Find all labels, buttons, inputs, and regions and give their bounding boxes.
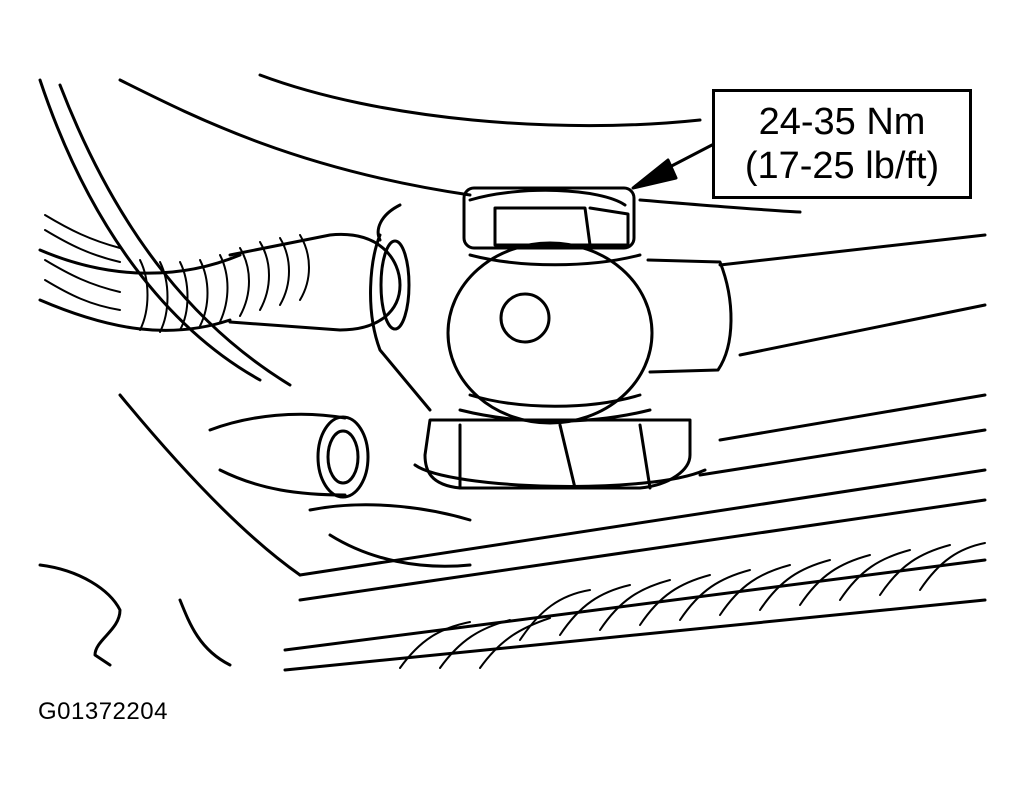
torque-imperial-label: (17-25 lb/ft): [744, 145, 940, 187]
torque-metric-label: 24-35 Nm: [758, 101, 926, 143]
figure-id: G01372204: [38, 698, 168, 725]
drain-plug-body: [369, 186, 733, 425]
leader-arrow: [631, 143, 714, 190]
oil-pan: [38, 393, 987, 672]
corrugated-hose: [38, 214, 411, 333]
hex-nut: [413, 418, 707, 490]
torque-callout: 24-35 Nm (17-25 lb/ft): [712, 89, 972, 199]
side-fitting: [208, 412, 370, 499]
